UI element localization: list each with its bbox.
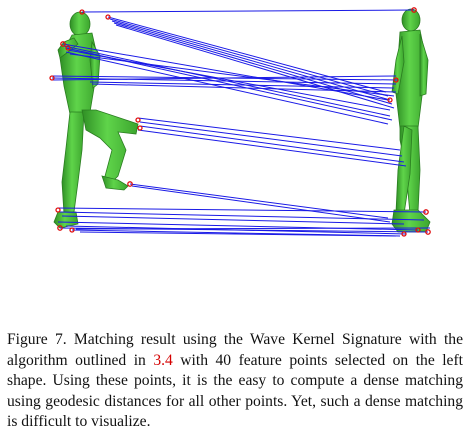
- section-reference-link[interactable]: 3.4: [153, 351, 173, 369]
- caption-prefix: Figure 7. Matching result using the Wave…: [7, 331, 463, 369]
- match-lines: [51, 9, 431, 237]
- caption-suffix: with 40 feature points selected on the l…: [7, 351, 464, 431]
- figure-caption: Figure 7. Matching result using the Wave…: [7, 330, 463, 433]
- right-human-shape: [391, 8, 431, 233]
- left-human-shape: [53, 11, 139, 229]
- matching-figure: [49, 7, 431, 237]
- feature-points: [49, 7, 431, 237]
